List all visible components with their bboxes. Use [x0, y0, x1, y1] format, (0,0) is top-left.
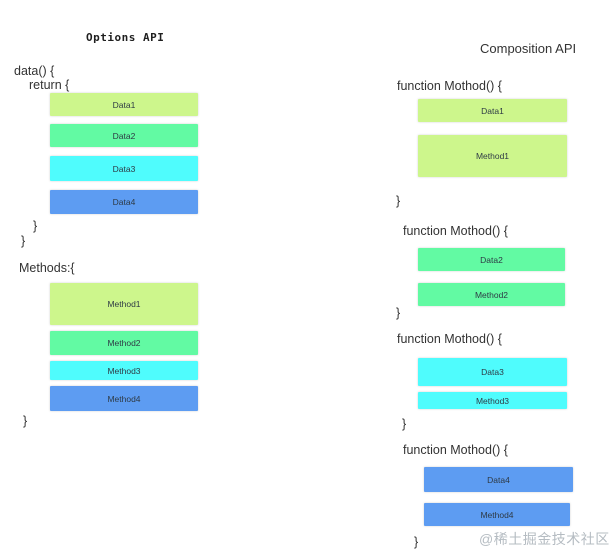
function-block-header: function Mothod() {	[397, 332, 502, 346]
method-box: Method3	[418, 392, 567, 409]
data-box: Data4	[50, 190, 198, 214]
method-box: Method1	[418, 135, 567, 177]
code-methods-close: }	[23, 414, 28, 428]
code-data-open: data() {	[14, 64, 55, 78]
method-box: Method2	[50, 331, 198, 355]
data-box: Data3	[50, 156, 198, 181]
data-box: Data3	[418, 358, 567, 386]
method-box: Method3	[50, 361, 198, 380]
data-box: Data1	[50, 93, 198, 116]
method-box: Method1	[50, 283, 198, 325]
options-api-title: Options API	[86, 31, 165, 44]
function-block-header: function Mothod() {	[403, 443, 508, 457]
function-block-close: }	[396, 306, 401, 320]
data-box: Data2	[418, 248, 565, 271]
function-block-close: }	[402, 417, 407, 431]
code-data-close: }	[21, 234, 26, 248]
method-box: Method2	[418, 283, 565, 306]
function-block-close: }	[396, 194, 401, 208]
function-block-header: function Mothod() {	[397, 79, 502, 93]
composition-api-title: Composition API	[480, 41, 577, 56]
data-box: Data4	[424, 467, 573, 492]
function-block-header: function Mothod() {	[403, 224, 508, 238]
method-box: Method4	[50, 386, 198, 411]
code-methods-open: Methods:{	[19, 261, 75, 275]
data-box: Data1	[418, 99, 567, 122]
code-return-open: return {	[29, 78, 70, 92]
data-box: Data2	[50, 124, 198, 147]
code-return-close: }	[33, 219, 38, 233]
watermark: @稀土掘金技术社区	[479, 531, 610, 547]
function-block-close: }	[414, 535, 419, 549]
method-box: Method4	[424, 503, 570, 526]
